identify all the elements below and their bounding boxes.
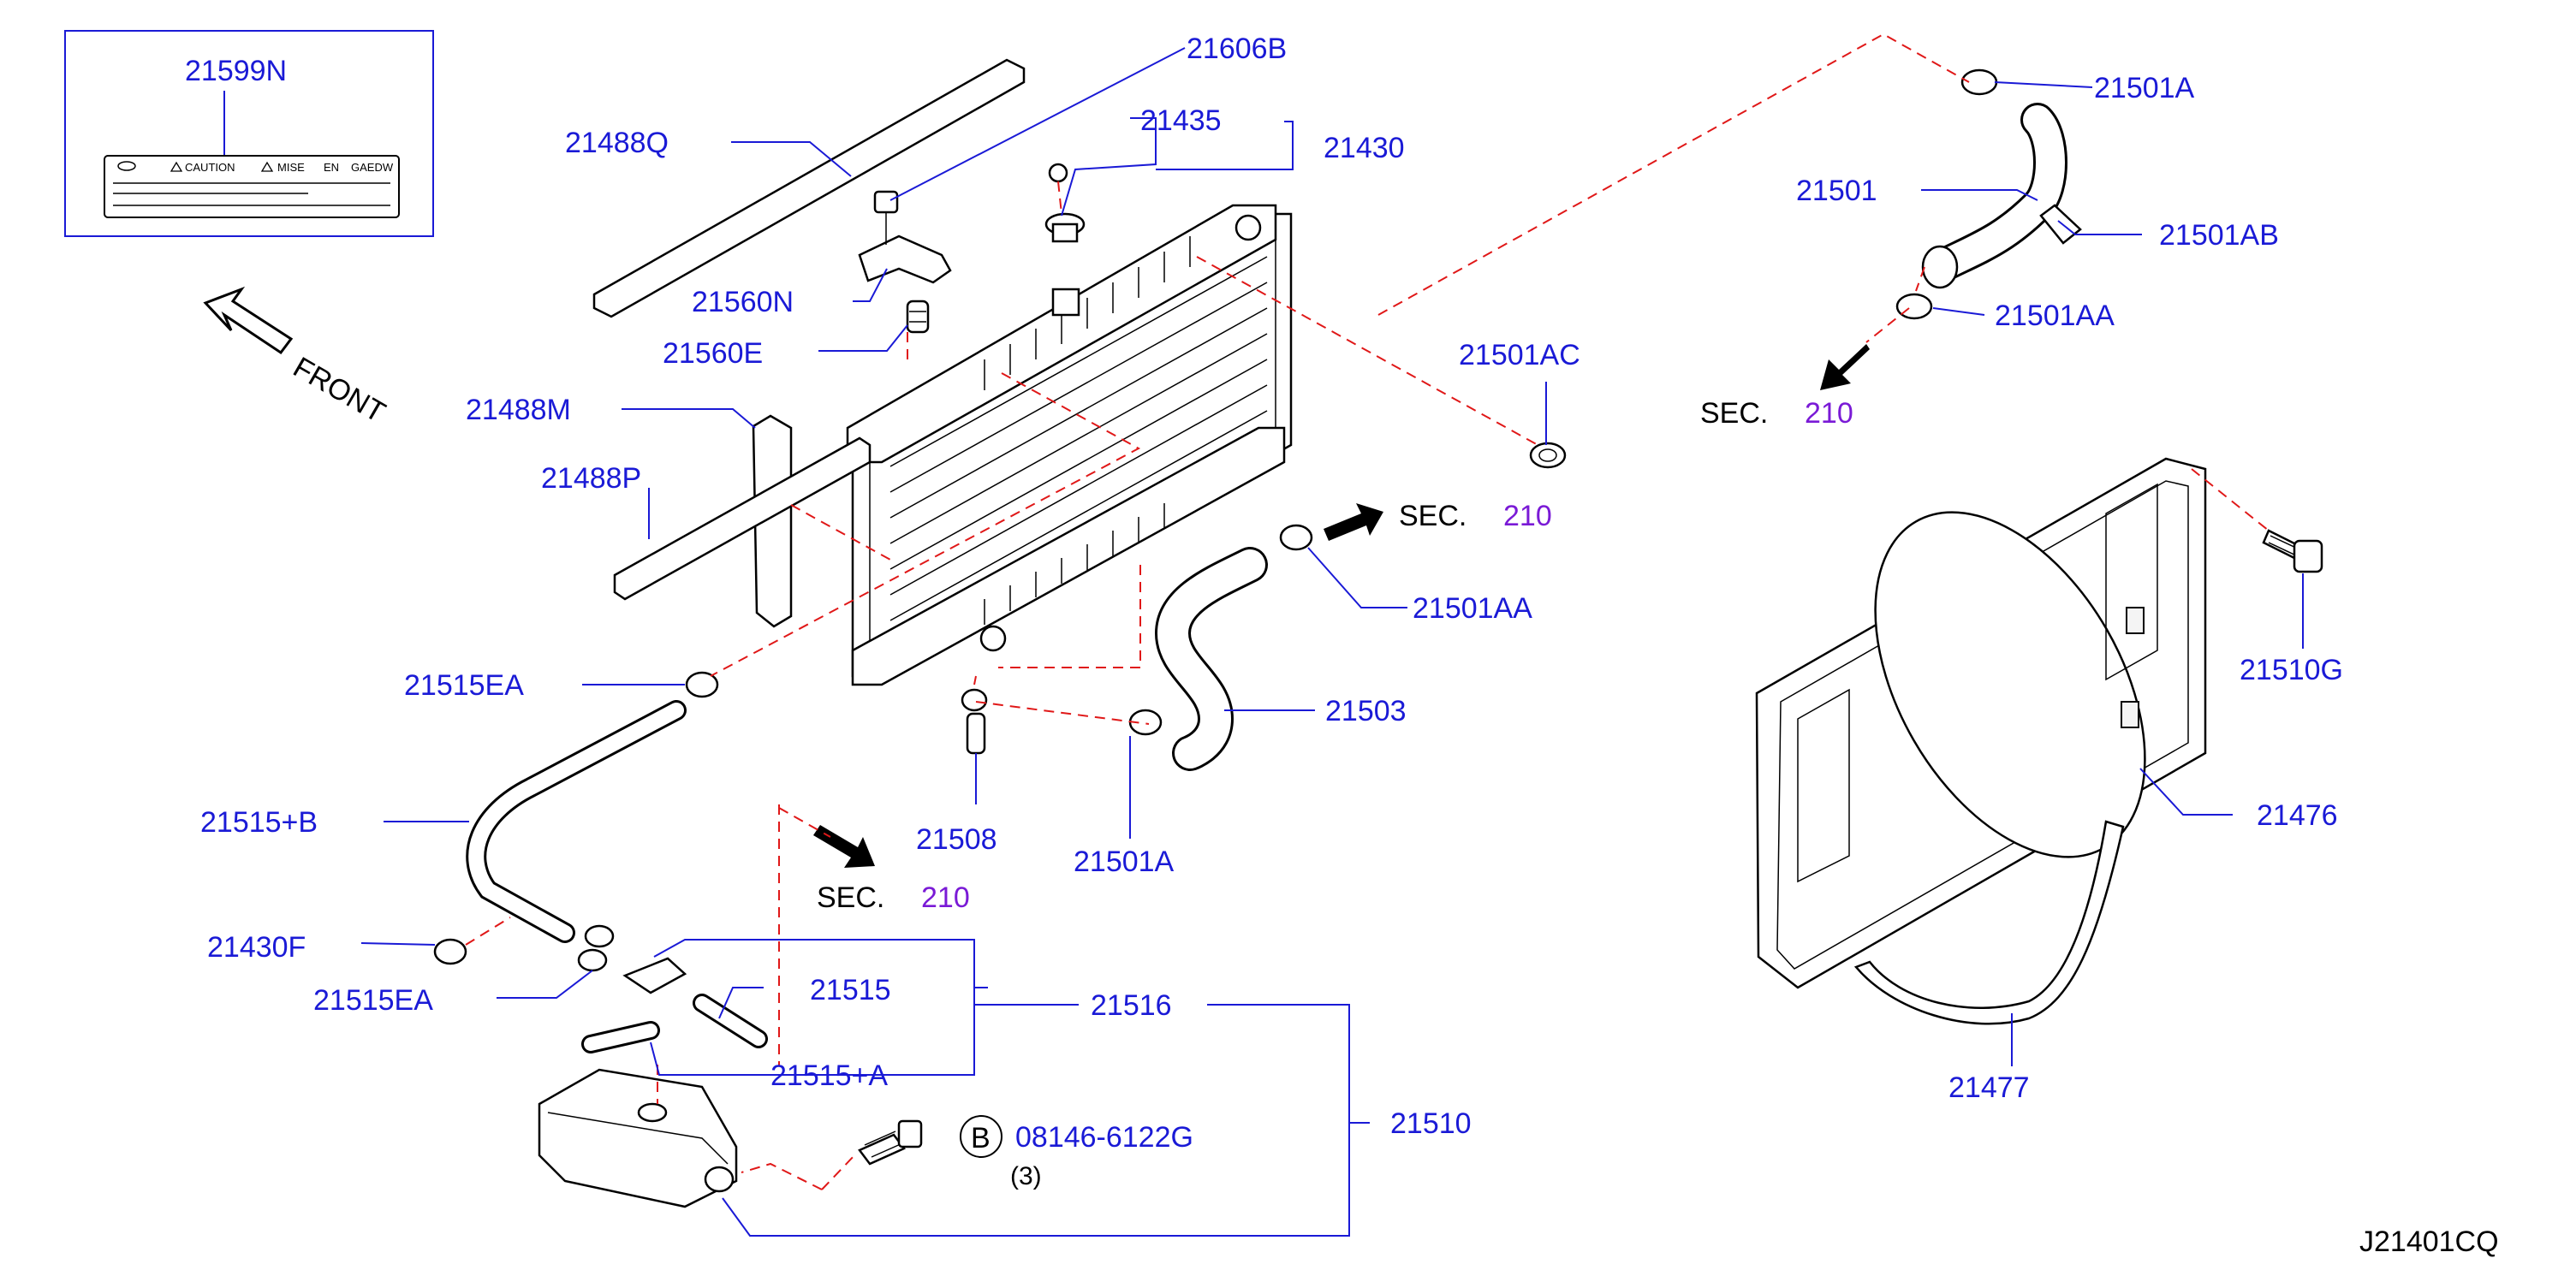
side-seal-21488M: [752, 414, 793, 628]
label-21606B: 21606B: [1187, 33, 1287, 65]
label-21560N: 21560N: [692, 286, 794, 318]
side-seal-21488P: [613, 436, 872, 601]
upper-hose-21501: [1895, 68, 2082, 320]
label-21501A-top: 21501A: [2094, 72, 2195, 104]
mise-word: MISE: [277, 161, 305, 174]
lower-shroud-21477: [1853, 820, 2125, 1025]
mount-bracket-21560N: [858, 190, 952, 284]
sec-number: 210: [1805, 397, 1853, 430]
label-21501AA-top: 21501AA: [1995, 300, 2115, 332]
label-21560E: 21560E: [663, 337, 763, 370]
label-21515B: 21515+B: [200, 806, 318, 839]
bushing-21560E: [906, 300, 930, 334]
label-21510G: 21510G: [2240, 654, 2343, 686]
bolt-08146: [858, 1119, 923, 1166]
sec-prefix: SEC.: [1399, 500, 1466, 532]
label-21515A: 21515+A: [770, 1059, 888, 1092]
label-21488Q: 21488Q: [565, 127, 669, 159]
front-label: FRONT: [288, 351, 390, 429]
caution-word: CAUTION: [185, 161, 235, 174]
label-21501: 21501: [1796, 175, 1877, 207]
label-21501AC: 21501AC: [1459, 339, 1580, 371]
label-21508: 21508: [916, 823, 997, 856]
label-21488M: 21488M: [466, 394, 571, 426]
en-word: EN: [324, 161, 339, 174]
overflow-hose-21515B: [433, 671, 719, 972]
sec-arrow-icon: [813, 825, 875, 868]
label-21476: 21476: [2257, 799, 2338, 832]
sec-number: 210: [921, 881, 970, 914]
bolt-quantity: (3): [1010, 1162, 1042, 1190]
diagram-id: J21401CQ: [2359, 1225, 2499, 1258]
front-arrow-icon: FRONT: [203, 286, 390, 429]
label-21510: 21510: [1390, 1107, 1472, 1140]
label-21515: 21515: [810, 974, 891, 1006]
label-21515EA-bot: 21515EA: [313, 984, 433, 1017]
label-21516: 21516: [1091, 989, 1172, 1022]
caution-label-inset: 21599N CAUTION MISE EN GAEDW: [64, 30, 434, 237]
bolt-21510G: [2262, 529, 2323, 573]
sec-arrow-icon: [1324, 503, 1383, 541]
label-21430: 21430: [1324, 132, 1405, 164]
label-21477: 21477: [1948, 1071, 2030, 1104]
bolt-b-letter: B: [971, 1122, 991, 1154]
fan-shroud-21476: [1755, 457, 2207, 989]
upper-seal-21488Q: [592, 58, 1026, 318]
sec-arrow-icon: [1820, 344, 1870, 390]
clamp-21501AC: [1529, 442, 1567, 469]
bolt-symbol-b: B: [960, 1115, 1002, 1158]
label-21430F: 21430F: [207, 931, 306, 964]
dashed-leaders: [465, 33, 2270, 1190]
label-21501AA-mid: 21501AA: [1413, 592, 1532, 625]
sec-number: 210: [1503, 500, 1552, 532]
hose-joint-21516: [581, 957, 768, 1053]
lower-hose-21503: [961, 524, 1313, 771]
gaedw-word: GAEDW: [351, 161, 394, 174]
label-21515EA-top: 21515EA: [404, 669, 524, 702]
label-08146-6122G: 08146-6122G: [1015, 1121, 1193, 1154]
label-21599N: 21599N: [185, 55, 287, 87]
label-21503: 21503: [1325, 695, 1407, 727]
label-21501A-bot: 21501A: [1074, 846, 1175, 878]
sec-prefix: SEC.: [1700, 397, 1768, 430]
label-21501AB: 21501AB: [2159, 219, 2279, 252]
label-21435: 21435: [1140, 104, 1222, 137]
cap-21430: [1044, 163, 1086, 243]
label-leaders: [360, 47, 2304, 1237]
sec-prefix: SEC.: [817, 881, 884, 914]
reservoir-tank-21510: [538, 1068, 738, 1208]
label-21488P: 21488P: [541, 462, 641, 495]
radiator: [846, 204, 1293, 686]
